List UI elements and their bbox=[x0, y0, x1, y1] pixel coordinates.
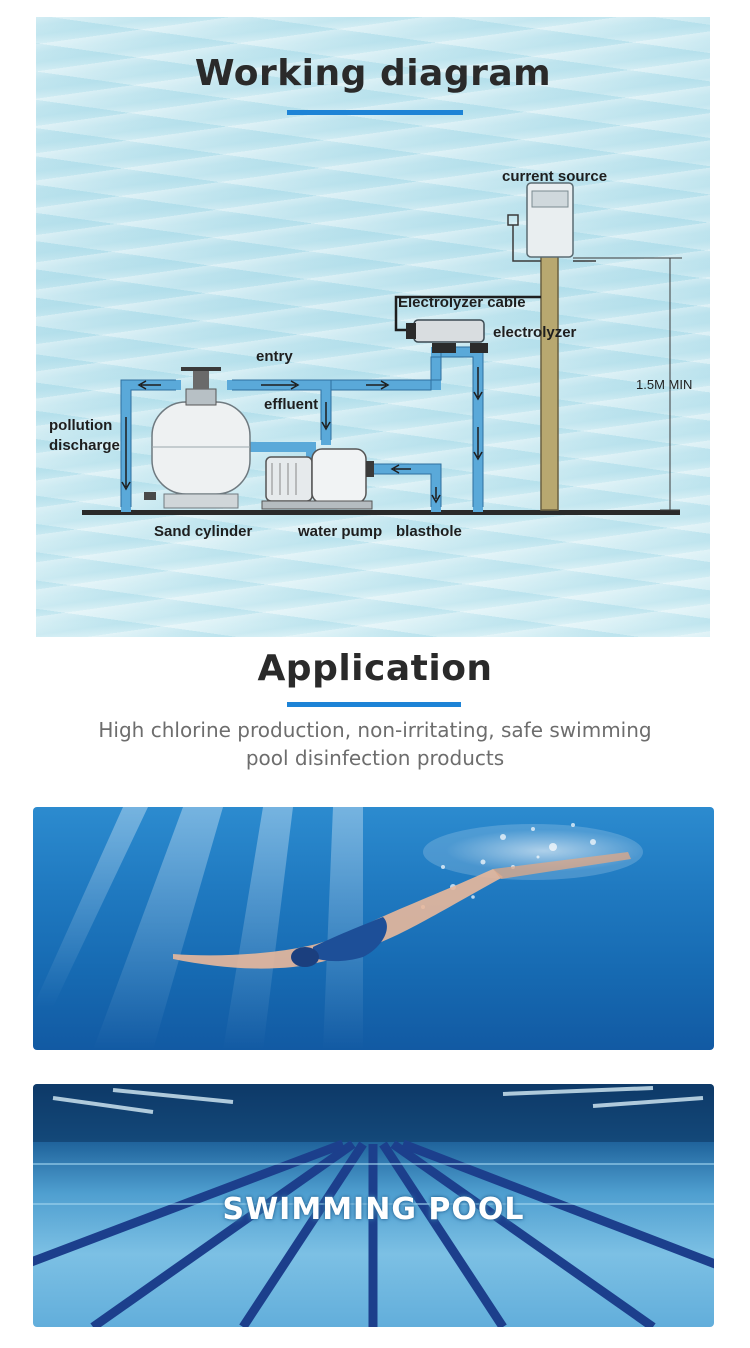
label-pollution: pollution bbox=[49, 417, 112, 434]
label-effluent: effluent bbox=[264, 396, 318, 413]
mounting-pole bbox=[540, 251, 559, 511]
diagram-title: Working diagram bbox=[194, 53, 552, 94]
pump-housing bbox=[311, 448, 367, 504]
lane-lines bbox=[33, 1139, 714, 1327]
electrolyzer-cable bbox=[394, 295, 541, 332]
pump-motor bbox=[265, 456, 313, 502]
tank-base bbox=[163, 493, 239, 509]
label-height-min: 1.5M MIN bbox=[636, 377, 692, 392]
pump-inlet-flange bbox=[366, 461, 374, 477]
label-current-source: current source bbox=[502, 168, 607, 185]
swimmer-illustration bbox=[33, 807, 643, 1050]
application-title: Application bbox=[257, 648, 493, 689]
pump-base bbox=[261, 500, 373, 510]
swimmer-figure bbox=[173, 852, 631, 969]
power-cord bbox=[512, 225, 541, 262]
label-sand-cylinder: Sand cylinder bbox=[154, 523, 253, 540]
multiport-valve bbox=[185, 388, 217, 406]
electrolyzer-union-left bbox=[432, 343, 456, 353]
ground-line bbox=[82, 510, 680, 515]
valve-handle bbox=[193, 369, 209, 389]
electrolyzer-cap bbox=[406, 323, 416, 339]
label-blasthole: blasthole bbox=[396, 523, 462, 540]
control-box-screen bbox=[531, 190, 569, 208]
working-diagram-panel: Working diagram bbox=[36, 17, 710, 637]
power-socket-icon bbox=[507, 214, 519, 226]
label-water-pump: water pump bbox=[297, 523, 382, 540]
label-electrolyzer: electrolyzer bbox=[493, 324, 577, 341]
diagram-title-underline bbox=[287, 110, 463, 115]
swimmer-photo bbox=[33, 807, 714, 1050]
application-description: High chlorine production, non-irritating… bbox=[98, 718, 652, 770]
electrolyzer-cell bbox=[413, 319, 485, 343]
label-discharge: discharge bbox=[49, 437, 120, 454]
flow-arrows bbox=[121, 367, 483, 504]
pool-caption: SWIMMING POOL bbox=[222, 1192, 525, 1227]
drain-valve bbox=[144, 492, 156, 500]
electrolyzer-union-right bbox=[470, 343, 488, 353]
application-title-underline bbox=[287, 702, 461, 707]
label-entry: entry bbox=[256, 348, 293, 365]
swimming-pool-photo: SWIMMING POOL bbox=[33, 1084, 714, 1327]
sand-cylinder-tank bbox=[151, 401, 251, 495]
label-electrolyzer-cable: Electrolyzer cable bbox=[398, 294, 526, 311]
pool-circulation-diagram: current source Electrolyzer cable electr… bbox=[49, 168, 692, 540]
pool-lanes-illustration bbox=[33, 1084, 714, 1327]
ceiling-lights bbox=[52, 1086, 704, 1114]
